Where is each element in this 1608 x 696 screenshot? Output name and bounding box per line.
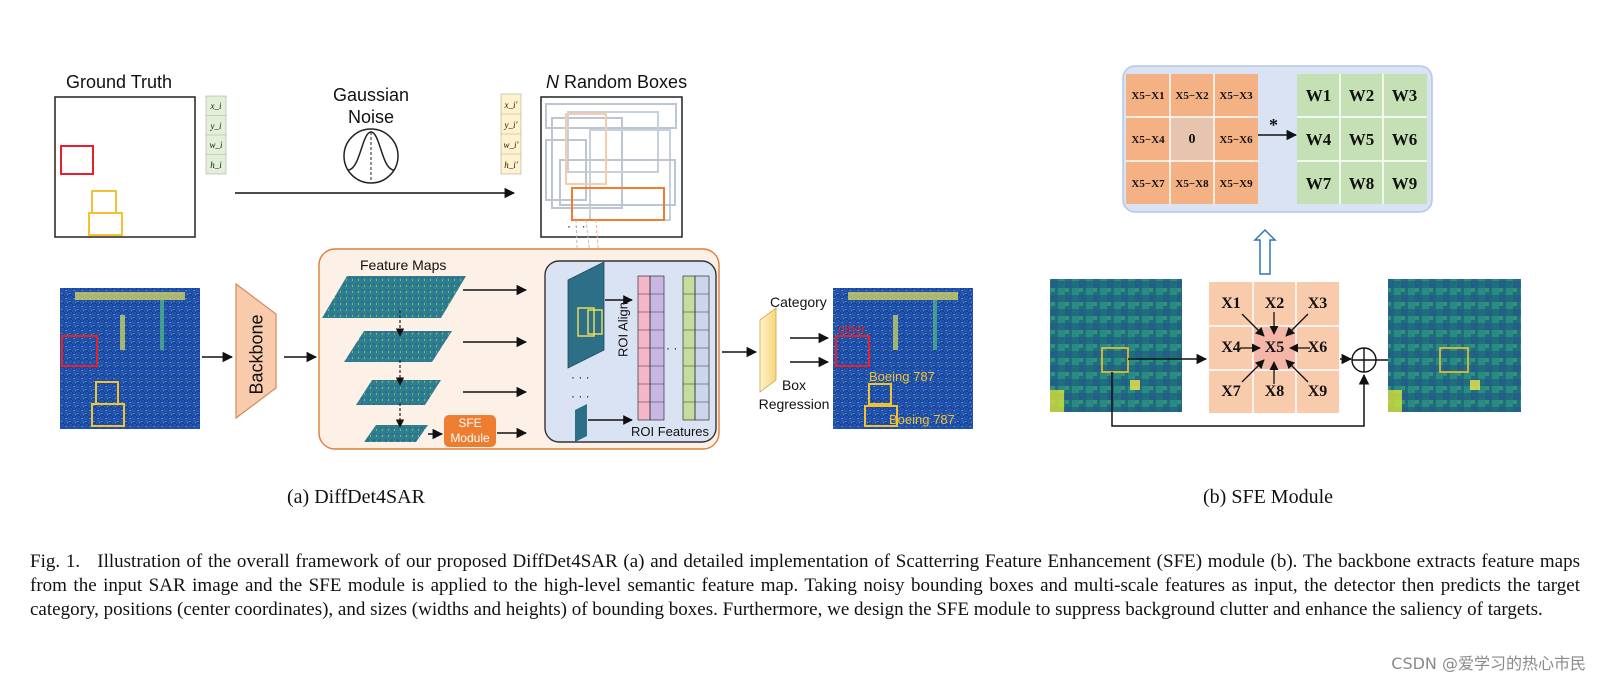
diff-cell-6: X5−X6 xyxy=(1219,134,1253,146)
output-sar-image xyxy=(833,288,973,429)
gt-coord-y: y_i xyxy=(210,120,222,131)
weight-matrix-grid xyxy=(1297,74,1427,204)
detection-label-boeing-1: Boeing 787 xyxy=(869,369,935,384)
x-cell-2: X2 xyxy=(1264,295,1285,312)
category-label: Category xyxy=(770,294,827,310)
random-boxes-n: N xyxy=(546,72,559,92)
weight-cell-7: W7 xyxy=(1305,174,1332,193)
weight-cell-3: W3 xyxy=(1391,86,1418,105)
ground-truth-title: Ground Truth xyxy=(66,72,173,92)
gt-red-box xyxy=(60,145,94,175)
gaussian-label: Gaussian xyxy=(332,85,410,105)
gt-coord-x: x_i xyxy=(210,101,222,111)
input-sar-image xyxy=(60,288,200,429)
gt-coordinate-column xyxy=(205,95,227,175)
weight-cell-6: W6 xyxy=(1391,130,1418,149)
backbone-block xyxy=(235,282,277,420)
diffdet4sar-diagram: · · · · · · · · · xyxy=(54,93,973,450)
feature-map-1 xyxy=(322,276,466,318)
box-label: Box xyxy=(781,377,807,393)
x-cell-3: X3 xyxy=(1307,295,1328,312)
weight-cell-4: W4 xyxy=(1305,130,1332,149)
roi-features-label: ROI Features xyxy=(631,424,710,439)
caption-text: Illustration of the overall framework of… xyxy=(30,551,1580,620)
subcaption-b: (b) SFE Module xyxy=(1203,486,1333,508)
weight-matrix: W1 W2 W3 W4 W5 W6 W7 W8 W9 xyxy=(1297,74,1427,206)
x-cell-7: X7 xyxy=(1221,383,1241,400)
diff-cell-3: X5−X3 xyxy=(1219,90,1253,102)
feature-maps-label: Feature Maps xyxy=(360,257,447,273)
roi-align-label: ROI Align xyxy=(615,302,631,357)
gt-coordinates: x_i y_i w_i h_i xyxy=(206,97,226,175)
x-cell-4: X4 xyxy=(1221,339,1241,356)
diff-cell-8: X5−X8 xyxy=(1175,178,1209,190)
ground-truth-frame xyxy=(54,96,196,238)
svg-text:· ·: · · xyxy=(666,341,677,355)
diff-cell-1: X5−X1 xyxy=(1131,90,1165,102)
rb-coord-w: w_i' xyxy=(503,140,519,150)
output-feature-heatmap xyxy=(1388,279,1521,412)
add-icon xyxy=(1351,347,1377,373)
diff-cell-2: X5−X2 xyxy=(1175,90,1209,102)
sfe-module-diagram xyxy=(1050,65,1521,427)
sfe-module-block xyxy=(444,415,496,447)
backbone-label: Backbone xyxy=(246,314,267,395)
weight-cell-5: W5 xyxy=(1348,130,1375,149)
x-cell-6: X6 xyxy=(1307,339,1328,356)
up-arrow-icon xyxy=(1253,228,1277,275)
difference-matrix-grid xyxy=(1126,74,1258,204)
diff-cell-4: X5−X4 xyxy=(1131,134,1165,146)
difference-matrix: X5−X1 X5−X2 X5−X3 X5−X4 0 X5−X6 X5−X7 X5… xyxy=(1126,74,1258,206)
rb-coord-y: y_i' xyxy=(504,120,518,130)
diff-cell-5: 0 xyxy=(1188,132,1196,147)
subcaption-a: (a) DiffDet4SAR xyxy=(287,486,425,508)
x-cell-5: X5 xyxy=(1264,339,1285,356)
feature-map-2 xyxy=(344,331,452,362)
box-regression-label: Box Regression xyxy=(752,376,836,414)
neighborhood-matrix-grid xyxy=(1209,282,1339,413)
regression-label: Regression xyxy=(758,396,830,412)
gt-yellow-box-2 xyxy=(88,212,123,236)
random-coordinates: x_i' y_i' w_i' h_i' xyxy=(501,95,521,175)
rb-coord-x: x_i' xyxy=(504,100,518,110)
rb-coord-h: h_i' xyxy=(504,160,518,170)
gt-coord-w: w_i xyxy=(209,140,223,150)
skip-connection xyxy=(1111,372,1370,427)
sfe-label: SFE xyxy=(458,416,482,430)
module-label: Module xyxy=(450,431,490,445)
svg-text:· · ·: · · · xyxy=(571,370,590,384)
input-feature-heatmap xyxy=(1050,279,1182,412)
neighborhood-matrix: X1 X2 X3 X4 X5 X6 X7 X8 X9 xyxy=(1209,282,1339,414)
random-boxes-title: N Random Boxes xyxy=(546,72,687,93)
random-boxes-frame: · · · xyxy=(540,96,683,238)
gt-coord-h: h_i xyxy=(210,159,222,170)
detection-label-boeing-2: Boeing 787 xyxy=(889,412,955,427)
caption-label: Fig. 1. xyxy=(30,551,81,572)
diff-cell-9: X5−X9 xyxy=(1219,178,1253,190)
x-cell-9: X9 xyxy=(1307,383,1328,400)
sfe-module-label: SFE Module xyxy=(444,416,496,446)
weight-cell-9: W9 xyxy=(1391,174,1418,193)
random-coordinate-column xyxy=(500,93,522,175)
random-boxes-rest: Random Boxes xyxy=(559,72,688,92)
gaussian-noise-label: Gaussian Noise xyxy=(318,84,424,128)
svg-text:· · ·: · · · xyxy=(571,389,590,403)
diff-cell-7: X5−X7 xyxy=(1131,178,1165,190)
weight-cell-8: W8 xyxy=(1348,174,1375,193)
detection-label-other: other xyxy=(838,322,866,336)
fc-layer xyxy=(759,307,777,393)
x-cell-8: X8 xyxy=(1264,383,1285,400)
watermark: CSDN @爱学习的热心市民 xyxy=(1391,654,1586,673)
weight-cell-1: W1 xyxy=(1305,86,1332,105)
weight-cell-2: W2 xyxy=(1348,86,1375,105)
feature-map-4 xyxy=(364,425,428,442)
noise-label: Noise xyxy=(347,107,395,127)
conv-symbol: * xyxy=(1269,115,1278,135)
gaussian-noise-icon xyxy=(343,128,399,184)
x-cell-1: X1 xyxy=(1221,295,1241,312)
figure-caption: Fig. 1. Illustration of the overall fram… xyxy=(30,550,1580,622)
feature-map-3 xyxy=(356,380,441,405)
